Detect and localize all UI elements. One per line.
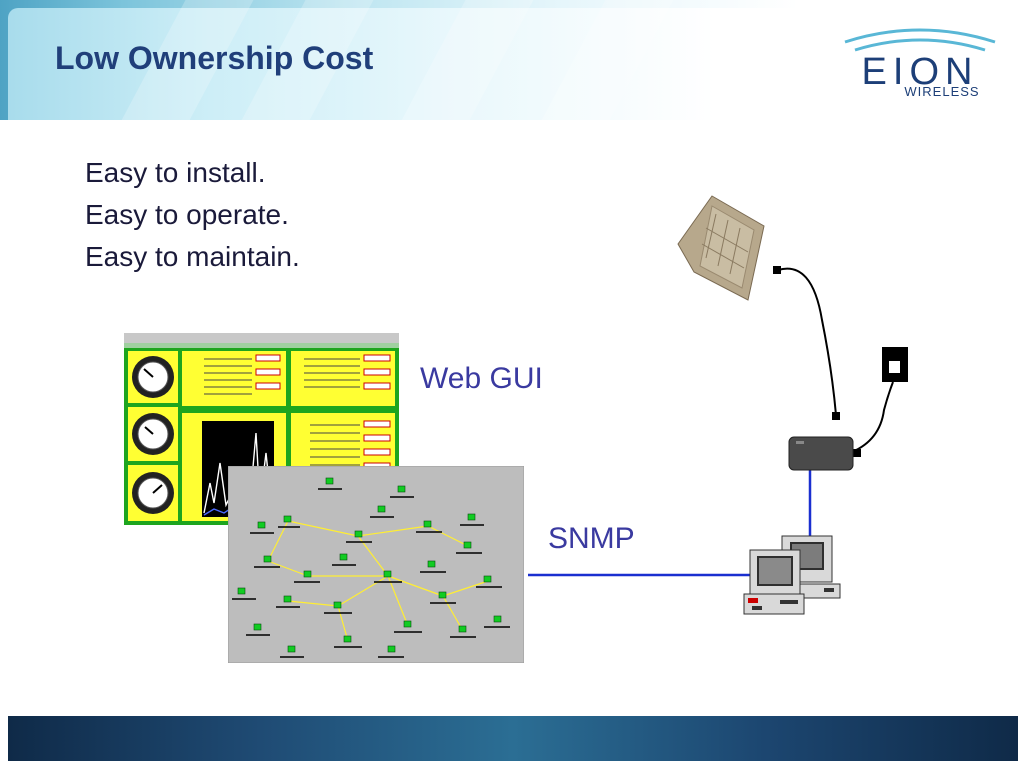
bullet-maintain: Easy to maintain. (85, 241, 300, 272)
cable-connector (773, 266, 781, 274)
cable-connector (853, 449, 861, 457)
slide-title: Low Ownership Cost (55, 40, 374, 76)
antenna-cable (777, 267, 837, 416)
logo-subtitle: WIRELESS (904, 84, 979, 99)
header-band: Low Ownership Cost EION WIRELESS (0, 0, 1024, 120)
snmp-label: SNMP (548, 522, 635, 555)
bullet-operate: Easy to operate. (85, 199, 289, 230)
power-plug-icon (882, 347, 908, 382)
bullet-install: Easy to install. (85, 157, 266, 188)
antenna-panel-icon (677, 195, 765, 301)
footer-band (8, 716, 1018, 761)
cable-connector (832, 412, 840, 420)
eion-logo: EION WIRELESS (844, 28, 996, 99)
header-panel (8, 0, 1018, 120)
poe-adapter-icon (788, 436, 854, 471)
computer-icon (743, 549, 805, 615)
web-gui-label: Web GUI (420, 362, 543, 395)
logo-wordmark: EION (862, 51, 979, 93)
power-cable (851, 381, 894, 453)
snmp-network-map (228, 466, 524, 663)
bullet-list: Easy to install. Easy to operate. Easy t… (85, 152, 300, 278)
